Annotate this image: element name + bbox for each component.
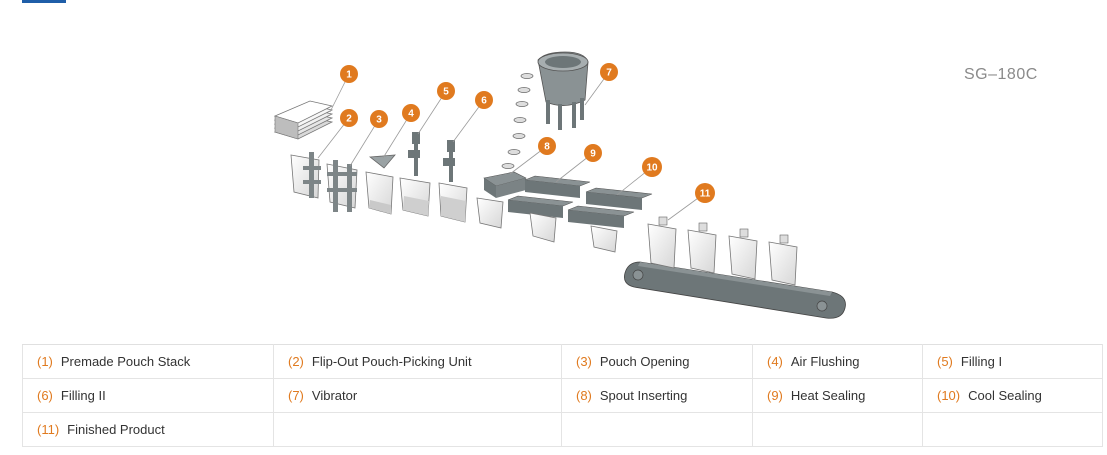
process-diagram: 1 2 3 4 5 6 7 8 9 10 11 — [273, 51, 846, 319]
filling-ii-unit — [438, 140, 468, 223]
callout-5: 5 — [437, 82, 455, 100]
legend-item-empty — [561, 412, 753, 447]
legend-row: (6)Filling II (7)Vibrator (8)Spout Inser… — [22, 378, 1103, 413]
legend-row: (1)Premade Pouch Stack (2)Flip-Out Pouch… — [22, 344, 1103, 379]
callout-9: 9 — [584, 144, 602, 162]
spout-feed-chain — [501, 73, 534, 169]
legend-item: (1)Premade Pouch Stack — [22, 344, 274, 379]
svg-text:8: 8 — [544, 142, 550, 153]
legend-item-empty — [273, 412, 562, 447]
pouch-opening-unit — [326, 160, 358, 212]
legend-item-empty — [752, 412, 923, 447]
callout-4: 4 — [402, 104, 420, 122]
callout-7: 7 — [600, 63, 618, 81]
legend-item: (11)Finished Product — [22, 412, 274, 447]
legend-item-empty — [922, 412, 1103, 447]
svg-text:11: 11 — [700, 189, 711, 200]
callout-6: 6 — [475, 91, 493, 109]
svg-text:5: 5 — [443, 87, 449, 98]
model-label: SG–180C — [964, 66, 1038, 83]
legend-item: (7)Vibrator — [273, 378, 562, 413]
flip-out-unit — [290, 152, 321, 199]
svg-text:6: 6 — [481, 96, 487, 107]
pouch-stack — [273, 100, 334, 140]
callout-3: 3 — [370, 110, 388, 128]
cool-sealing-unit — [567, 187, 653, 253]
callout-8: 8 — [538, 137, 556, 155]
callout-badges: 1 2 3 4 5 6 7 8 9 10 11 — [340, 63, 715, 203]
vibrator-bowl — [537, 51, 589, 130]
callout-11: 11 — [695, 183, 715, 203]
legend-item: (6)Filling II — [22, 378, 274, 413]
legend-item: (10)Cool Sealing — [922, 378, 1103, 413]
top-accent-bar — [22, 0, 66, 3]
svg-text:9: 9 — [590, 149, 596, 160]
callout-2: 2 — [340, 109, 358, 127]
legend-item: (5)Filling I — [922, 344, 1103, 379]
air-flushing-unit — [365, 154, 396, 215]
legend-item: (8)Spout Inserting — [561, 378, 753, 413]
svg-text:2: 2 — [346, 114, 352, 125]
svg-text:1: 1 — [346, 70, 352, 81]
svg-text:4: 4 — [408, 109, 414, 120]
svg-text:3: 3 — [376, 115, 382, 126]
spout-inserting-unit — [476, 171, 527, 229]
legend-table: (1)Premade Pouch Stack (2)Flip-Out Pouch… — [22, 344, 1103, 447]
callout-10: 10 — [642, 157, 662, 177]
svg-text:10: 10 — [646, 163, 658, 174]
callout-1: 1 — [340, 65, 358, 83]
legend-item: (9)Heat Sealing — [752, 378, 923, 413]
svg-text:7: 7 — [606, 68, 612, 79]
legend-item: (4)Air Flushing — [752, 344, 923, 379]
legend-item: (3)Pouch Opening — [561, 344, 753, 379]
finished-product-conveyor — [624, 216, 846, 319]
legend-row: (11)Finished Product — [22, 412, 1103, 447]
legend-item: (2)Flip-Out Pouch-Picking Unit — [273, 344, 562, 379]
filling-i-unit — [399, 132, 431, 217]
